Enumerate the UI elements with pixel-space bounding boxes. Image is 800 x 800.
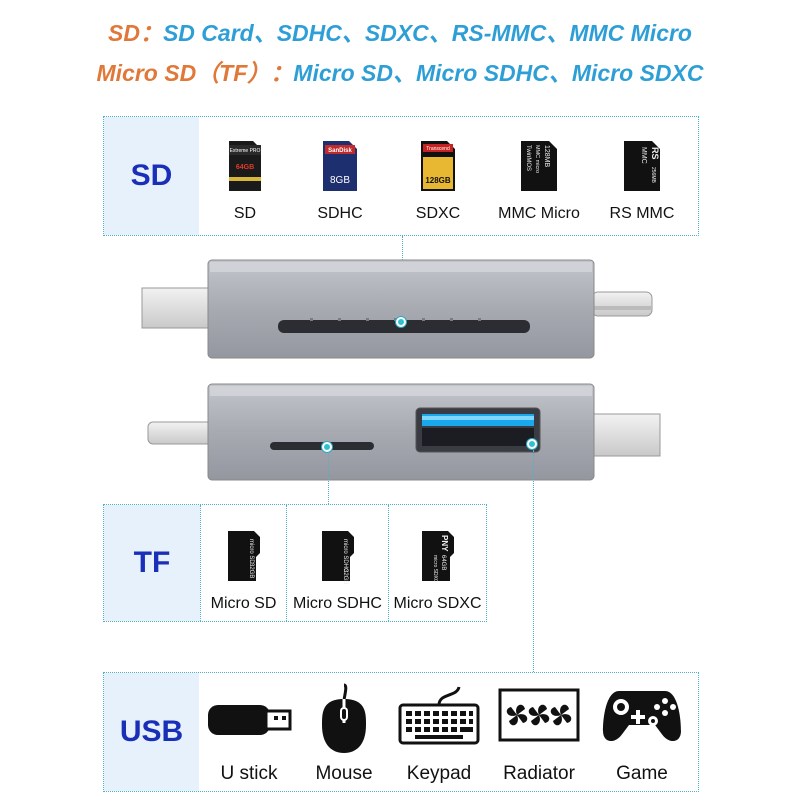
svg-text:TwinMOS: TwinMOS [525, 145, 531, 171]
svg-text:SanDisk: SanDisk [328, 148, 352, 154]
svg-text:64GB: 64GB [236, 164, 254, 171]
rs-mmc-card-item: RS MMC 256MB RS MMC [591, 117, 693, 235]
tf-panel: TF micro SD 32GB Micro SD micro SDHC 32G… [103, 504, 487, 622]
gamepad-icon [603, 691, 681, 742]
svg-text:128GB: 128GB [425, 176, 451, 185]
sd-slot [278, 320, 530, 333]
game-caption: Game [616, 763, 668, 784]
game-item: Game [589, 673, 695, 791]
radiator-fan-icon [498, 688, 580, 742]
mmc-micro-card-icon: 128MB MMC micro TwinMOS [521, 141, 557, 191]
rs-mmc-card-icon: RS MMC 256MB [624, 141, 660, 191]
usb-port-marker [527, 439, 537, 449]
sdxc-card-item: Transcend 128GB SDXC [389, 117, 487, 235]
sdhc-card-8gb-icon: SanDisk 8GB [323, 141, 357, 191]
svg-text:32GB: 32GB [342, 569, 348, 584]
supported-sd-formats-line: SD：SD Card、SDHC、SDXC、RS-MMC、MMC Micro [0, 14, 800, 48]
svg-text:8GB: 8GB [330, 175, 350, 186]
sd-slot-marker [396, 317, 406, 327]
radiator-caption: Radiator [503, 763, 575, 784]
radiator-item: Radiator [489, 673, 589, 791]
usb-a-plug-left [141, 287, 211, 329]
micro-sd-card-icon: micro SD 32GB [227, 531, 260, 581]
svg-text:MMC: MMC [640, 147, 647, 164]
micro-sd-caption: Micro SD [210, 595, 277, 612]
usb-panel: USB U stick Mouse [103, 672, 699, 792]
mmc-micro-caption: MMC Micro [498, 205, 580, 222]
rs-mmc-caption: RS MMC [609, 205, 675, 222]
svg-text:64GB: 64GB [440, 555, 446, 570]
usb-panel-label: USB [104, 673, 199, 791]
sd-panel-label: SD [104, 117, 199, 235]
u-stick-caption: U stick [220, 763, 278, 784]
svg-text:Extreme PRO: Extreme PRO [230, 148, 261, 154]
sd-key: SD： [108, 20, 163, 46]
usb-c-plug-left [147, 421, 213, 445]
micro-sdhc-caption: Micro SDHC [293, 595, 382, 612]
svg-text:micro SDHC: micro SDHC [342, 539, 348, 573]
sd-card-64gb-icon: Extreme PRO 64GB [229, 141, 261, 191]
svg-text:128MB: 128MB [543, 145, 550, 168]
mouse-icon [322, 683, 366, 753]
sdxc-caption: SDXC [415, 205, 461, 222]
sd-card-item: Extreme PRO 64GB SD [199, 117, 291, 235]
u-stick-item: U stick [199, 673, 299, 791]
usb-stick-icon [208, 705, 292, 735]
sd-panel: SD Extreme PRO 64GB SD SanDisk 8GB SDHC [103, 116, 699, 236]
keypad-item: Keypad [389, 673, 489, 791]
sd-caption: SD [233, 205, 257, 222]
micro-sdxc-item: PNY 64GB micro SDXC Micro SDXC [388, 505, 486, 621]
svg-text:micro SDXC: micro SDXC [432, 555, 438, 583]
svg-text:micro SD: micro SD [248, 539, 254, 564]
sdhc-caption: SDHC [317, 205, 363, 222]
micro-sdxc-card-icon: PNY 64GB micro SDXC [421, 531, 454, 583]
svg-text:Transcend: Transcend [426, 146, 450, 152]
tf-key: Micro SD（TF）： [96, 60, 294, 86]
micro-sdhc-card-icon: micro SDHC 32GB [321, 531, 354, 584]
tf-panel-label: TF [104, 505, 200, 621]
micro-sdhc-item: micro SDHC 32GB Micro SDHC [286, 505, 388, 621]
micro-sdxc-caption: Micro SDXC [393, 595, 482, 612]
svg-text:256MB: 256MB [650, 167, 656, 184]
mouse-caption: Mouse [315, 763, 373, 784]
tf-slot-marker [322, 442, 332, 452]
tf-formats: Micro SD、Micro SDHC、Micro SDXC [293, 60, 704, 86]
mouse-item: Mouse [299, 673, 389, 791]
sd-formats: SD Card、SDHC、SDXC、RS-MMC、MMC Micro [162, 20, 692, 46]
keyboard-icon [398, 686, 480, 745]
keypad-caption: Keypad [406, 763, 472, 784]
usb-port-guide-line [533, 450, 534, 672]
card-reader-top-view [141, 259, 653, 359]
sdhc-card-item: SanDisk 8GB SDHC [291, 117, 389, 235]
mmc-micro-card-item: 128MB MMC micro TwinMOS MMC Micro [487, 117, 591, 235]
svg-text:PNY: PNY [440, 535, 449, 552]
usb-c-plug-right [591, 291, 653, 317]
supported-tf-formats-line: Micro SD（TF）：Micro SD、Micro SDHC、Micro S… [0, 54, 800, 88]
card-reader-bottom-view [147, 383, 661, 481]
svg-text:32GB: 32GB [248, 563, 254, 578]
tf-slot-guide-line [328, 452, 329, 504]
sdxc-card-128gb-icon: Transcend 128GB [421, 141, 455, 191]
micro-sd-item: micro SD 32GB Micro SD [200, 505, 286, 621]
svg-text:RS: RS [650, 147, 660, 160]
usb-a-plug-right [591, 413, 661, 457]
svg-text:MMC micro: MMC micro [534, 145, 540, 173]
reader-body [207, 259, 595, 359]
